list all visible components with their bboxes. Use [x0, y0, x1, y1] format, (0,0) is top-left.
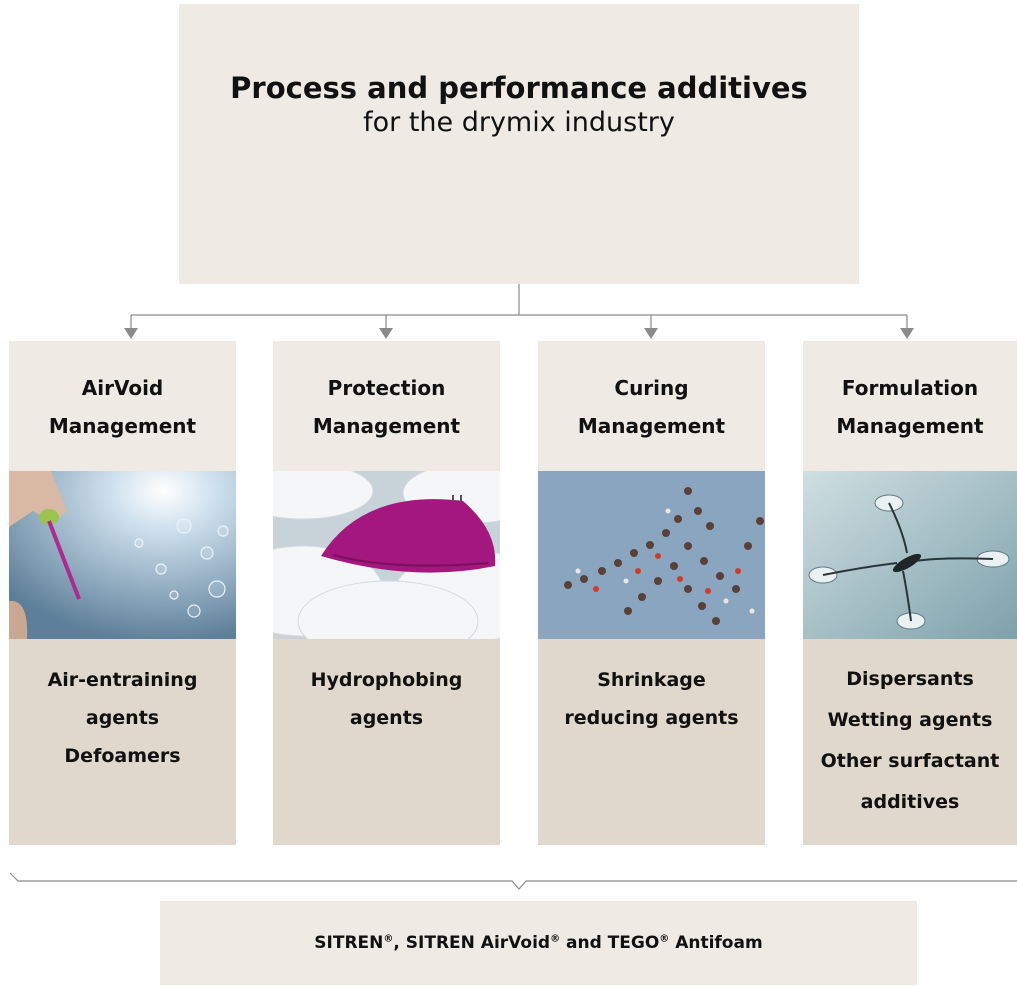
item-text: additives — [860, 791, 960, 813]
heading-line: Management — [48, 414, 197, 438]
column-heading: Curing Management — [538, 341, 765, 471]
heading-line: Management — [577, 414, 726, 438]
column-items: Air-entraining agents Defoamers — [9, 639, 236, 845]
column-items: Hydrophobing agents — [273, 639, 500, 845]
bubbles-icon — [9, 471, 236, 639]
skydivers-icon — [538, 471, 765, 639]
heading-line: AirVoid — [81, 376, 164, 400]
item-text: reducing agents — [564, 707, 739, 729]
arrow-down-icon — [644, 328, 658, 339]
main-title-box: Process and performance additives for th… — [179, 4, 859, 284]
brand-part: SITREN — [314, 933, 384, 953]
heading-line: Management — [312, 414, 461, 438]
heading-line: Curing — [614, 376, 689, 400]
item-text: Wetting agents — [827, 709, 993, 731]
item-text: Air-entraining — [47, 669, 198, 691]
product-brands-box: SITREN®, SITREN AirVoid® and TEGO® Antif… — [160, 901, 917, 985]
column-heading: AirVoid Management — [9, 341, 236, 471]
heading-line: Formulation — [841, 376, 979, 400]
umbrella-icon — [273, 471, 500, 639]
diagram-title: Process and performance additives — [230, 71, 808, 105]
column-items: Shrinkage reducing agents — [538, 639, 765, 845]
item-text: Defoamers — [64, 745, 181, 767]
brand-text: SITREN®, SITREN AirVoid® and TEGO® Antif… — [314, 933, 762, 953]
bottom-bracket — [9, 872, 1017, 890]
column-airvoid: AirVoid Management A — [9, 341, 236, 845]
item-text: Other surfactant — [820, 750, 1000, 772]
column-formulation: Formulation Management D — [803, 341, 1017, 845]
column-heading: Protection Management — [273, 341, 500, 471]
registered-mark: ® — [383, 933, 394, 945]
column-curing: Curing Management — [538, 341, 765, 845]
item-text: agents — [85, 707, 160, 729]
column-items: Dispersants Wetting agents Other surfact… — [803, 639, 1017, 845]
heading-line: Protection — [327, 376, 446, 400]
registered-mark: ® — [550, 933, 561, 945]
arrow-down-icon — [124, 328, 138, 339]
arrow-down-icon — [379, 328, 393, 339]
brand-part: , SITREN AirVoid — [393, 933, 551, 953]
item-text: Dispersants — [846, 668, 974, 690]
item-text: Hydrophobing — [310, 669, 463, 691]
heading-line: Management — [836, 414, 984, 438]
brand-part: and TEGO — [560, 933, 660, 953]
brand-part: Antifoam — [669, 933, 763, 953]
diagram-subtitle: for the drymix industry — [363, 107, 675, 138]
item-text: agents — [349, 707, 424, 729]
registered-mark: ® — [659, 933, 670, 945]
column-heading: Formulation Management — [803, 341, 1017, 471]
column-protection: Protection Management Hydrophobing agent… — [273, 341, 500, 845]
water-strider-icon — [803, 471, 1017, 639]
arrow-down-icon — [900, 328, 914, 339]
item-text: Shrinkage — [597, 669, 706, 691]
